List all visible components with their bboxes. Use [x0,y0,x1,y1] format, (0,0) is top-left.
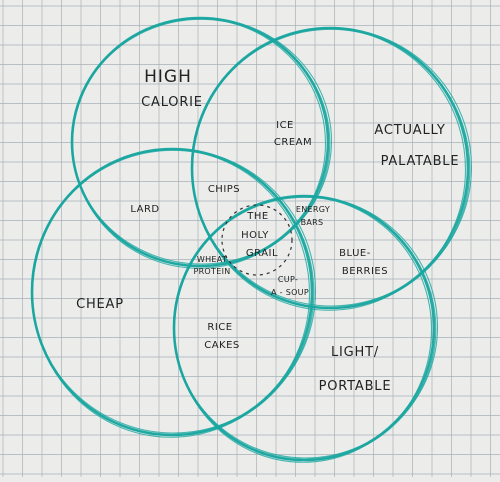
light-portable-circle [173,196,433,463]
holy-grail-line3: GRAIL [246,248,278,259]
high-calorie-label-line1: HIGH [144,67,192,87]
actually-palatable-circle [191,28,471,309]
energy-bars-line1: ENERGY [296,205,330,214]
actually-palatable-label-line2: PALATABLE [381,154,460,169]
high-calorie-label-line2: CALORIE [141,95,203,110]
chips-label: CHIPS [208,184,240,195]
light-portable-circle [173,196,437,461]
holy-grail-dashed-ring [221,204,293,276]
ice-cream-line1: ICE [276,120,294,131]
cheap-circle [31,149,315,436]
light-portable-label-line2: PORTABLE [319,379,392,394]
energy-bars-line2: BARS [301,218,324,227]
ice-cream-line2: CREAM [274,137,312,148]
blueberries-line1: BLUE- [339,248,371,259]
wheat-protein-line1: WHEAT [197,255,227,264]
high-calorie-circle [71,18,327,269]
cup-a-soup-line2: A - SOUP [271,288,309,297]
lard-label: LARD [130,204,159,215]
cheap-circle [31,149,311,438]
cheap-label: CHEAP [76,297,124,312]
wheat-protein-line2: PROTEIN [193,267,230,276]
high-calorie-circle [71,18,331,267]
cup-a-soup-line1: CUP- [278,275,298,284]
light-portable-label-line1: LIGHT/ [331,345,379,360]
holy-grail-line2: HOLY [241,230,269,241]
holy-grail-line1: THE [246,211,268,222]
rice-cakes-line1: RICE [207,322,232,333]
venn-circles [30,16,473,463]
actually-palatable-label-line1: ACTUALLY [374,123,445,138]
actually-palatable-circle [191,28,467,311]
blueberries-line2: BERRIES [342,266,388,277]
rice-cakes-line2: CAKES [204,340,240,351]
